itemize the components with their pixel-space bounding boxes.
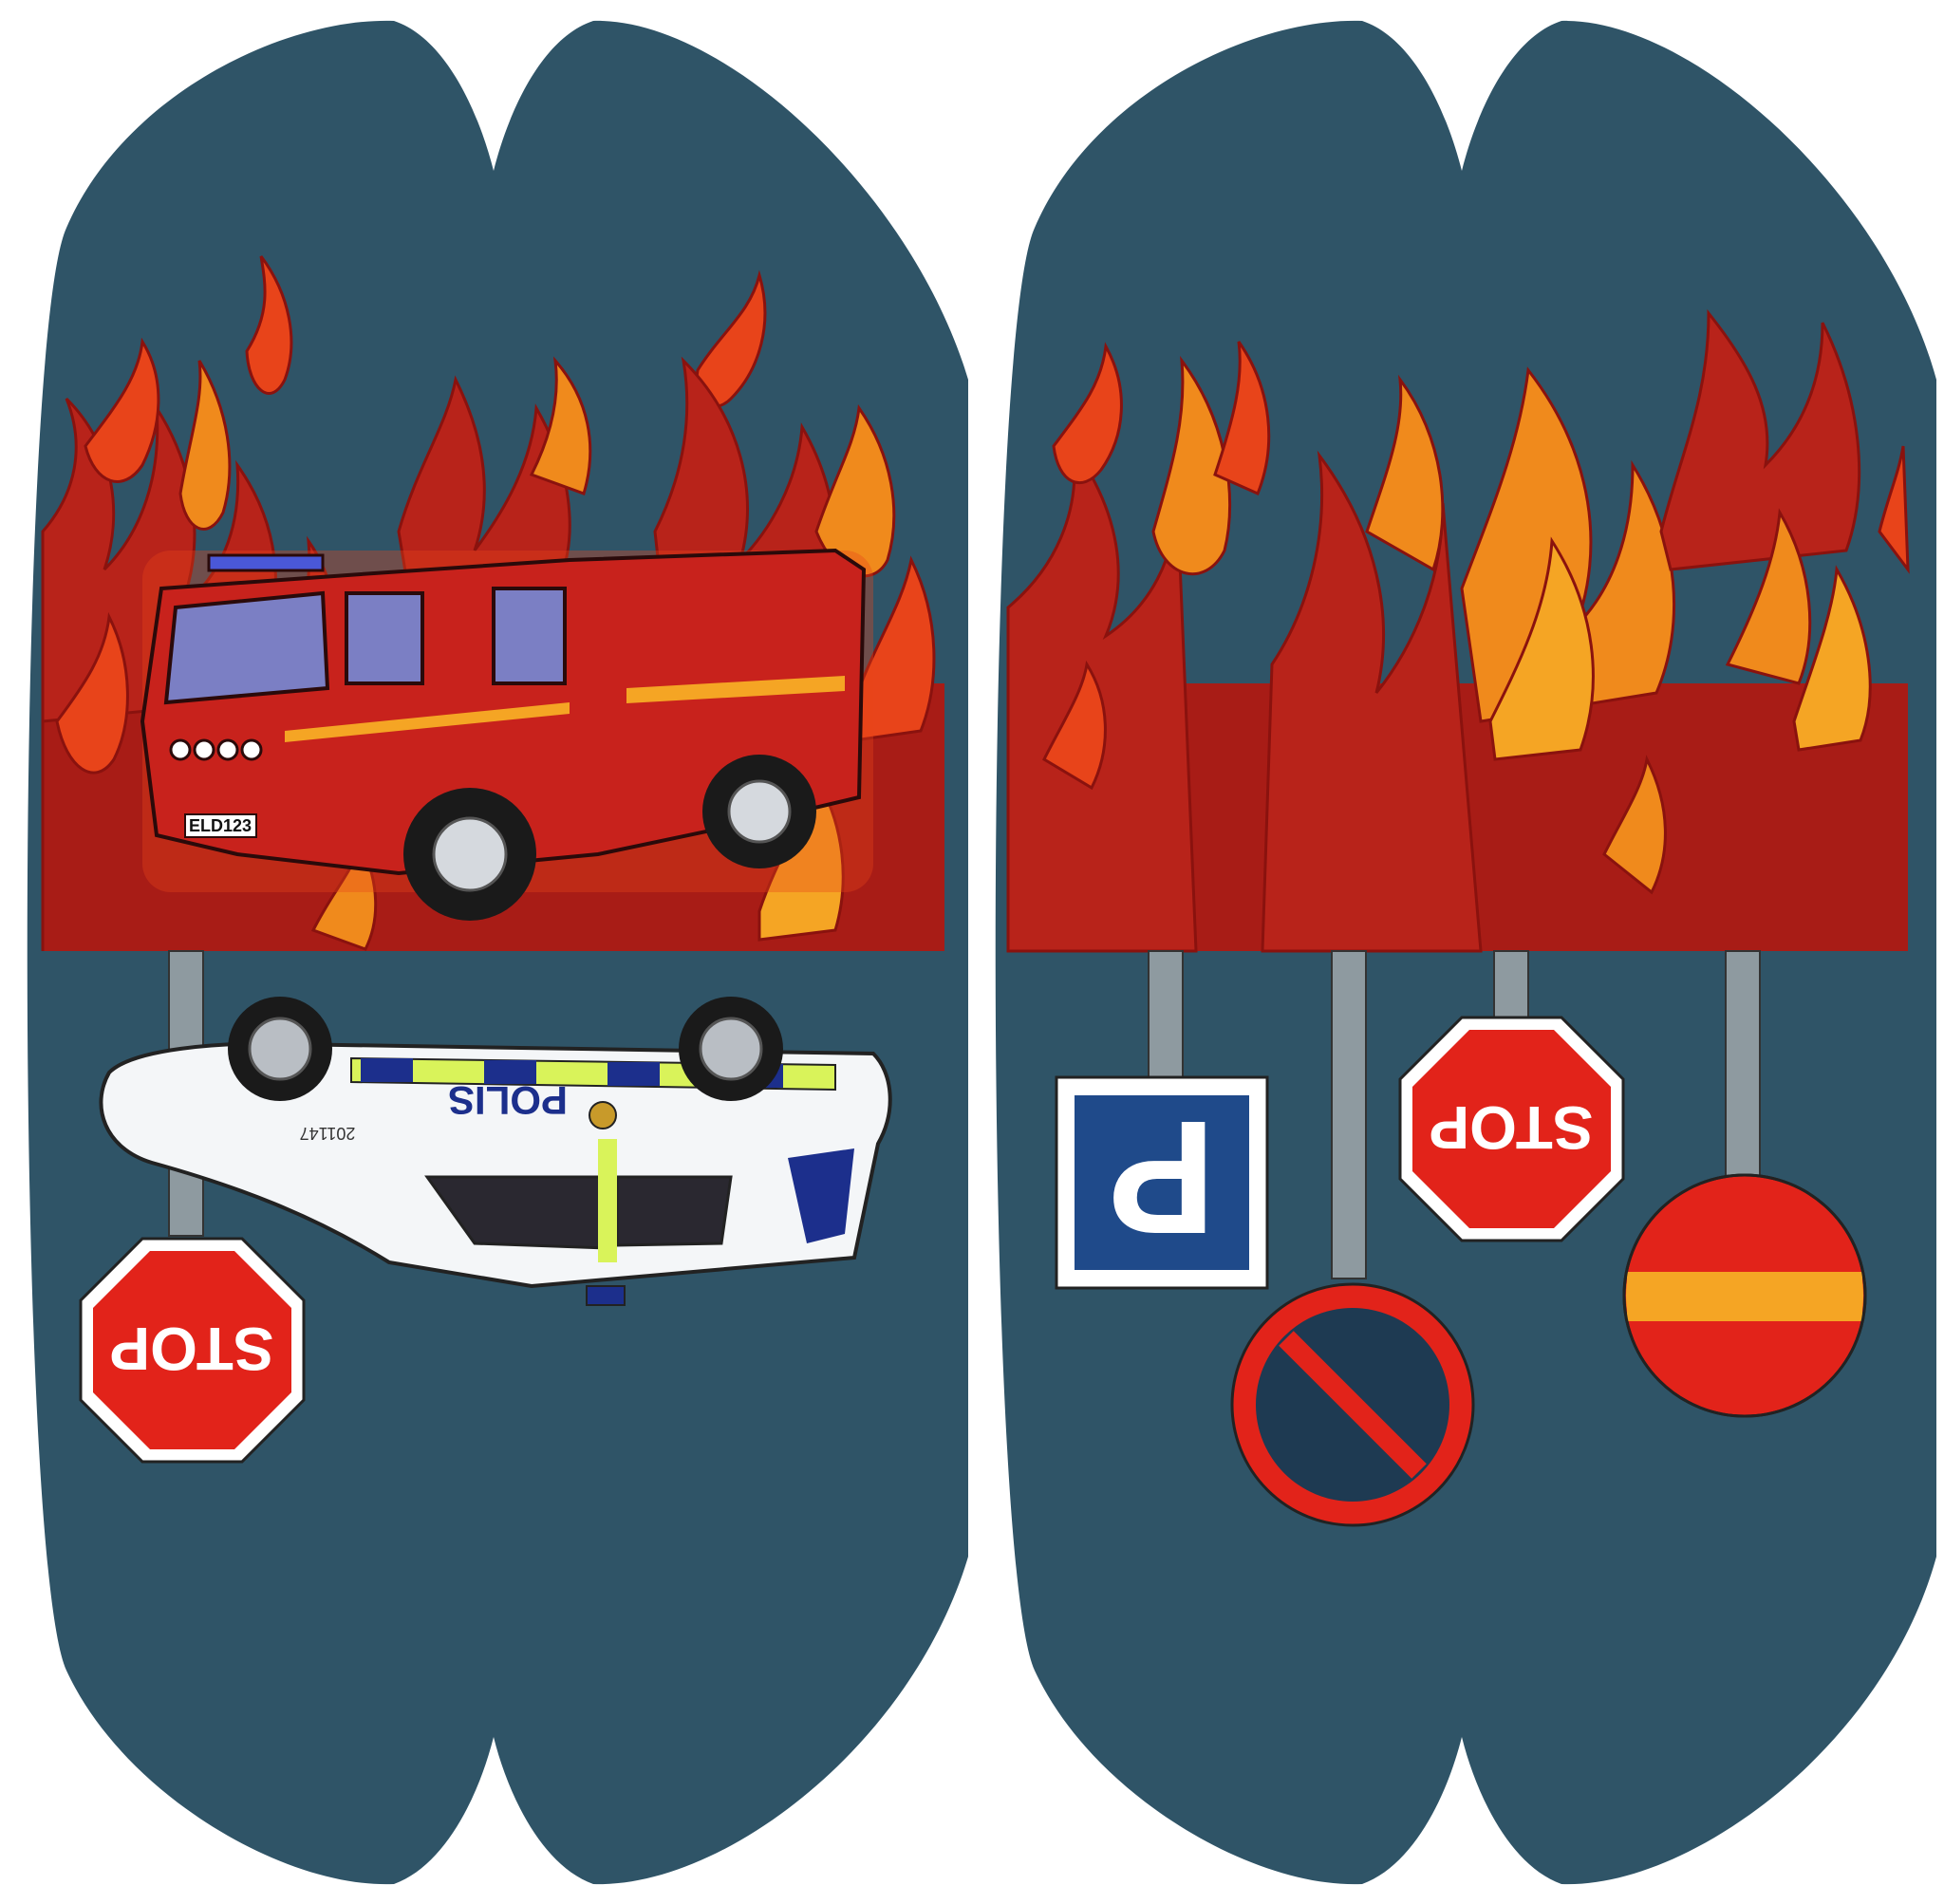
- fire-truck: ELD123: [140, 548, 873, 921]
- right-panel-shape: [995, 20, 1936, 1885]
- right-stop-sign: STOP: [1398, 1016, 1625, 1242]
- left-panel: ELD123 POLIS 201147: [27, 20, 968, 1885]
- pole-no-parking: [1331, 950, 1367, 1279]
- police-label: POLIS: [448, 1078, 568, 1123]
- police-car: POLIS 201147: [99, 997, 892, 1306]
- license-plate-text: ELD123: [189, 816, 252, 835]
- license-plate: [184, 813, 257, 838]
- parking-sign-text: P: [1108, 1087, 1215, 1267]
- left-stop-sign: STOP: [79, 1237, 306, 1464]
- pole-no-entry: [1725, 950, 1761, 1180]
- windshield: [163, 590, 330, 705]
- left-stop-text: STOP: [109, 1315, 273, 1383]
- pole-stop: [1493, 950, 1529, 1023]
- police-badge-icon: [589, 1101, 617, 1129]
- right-panel: P STOP: [995, 20, 1936, 1885]
- right-flames: [1006, 308, 1910, 953]
- no-parking-icon: [1230, 1282, 1475, 1527]
- pole-parking: [1148, 950, 1184, 1080]
- parking-sign: P: [1055, 1075, 1269, 1290]
- right-stop-text: STOP: [1429, 1093, 1593, 1162]
- police-number: 201147: [300, 1124, 356, 1143]
- no-entry-icon: [1622, 1173, 1867, 1418]
